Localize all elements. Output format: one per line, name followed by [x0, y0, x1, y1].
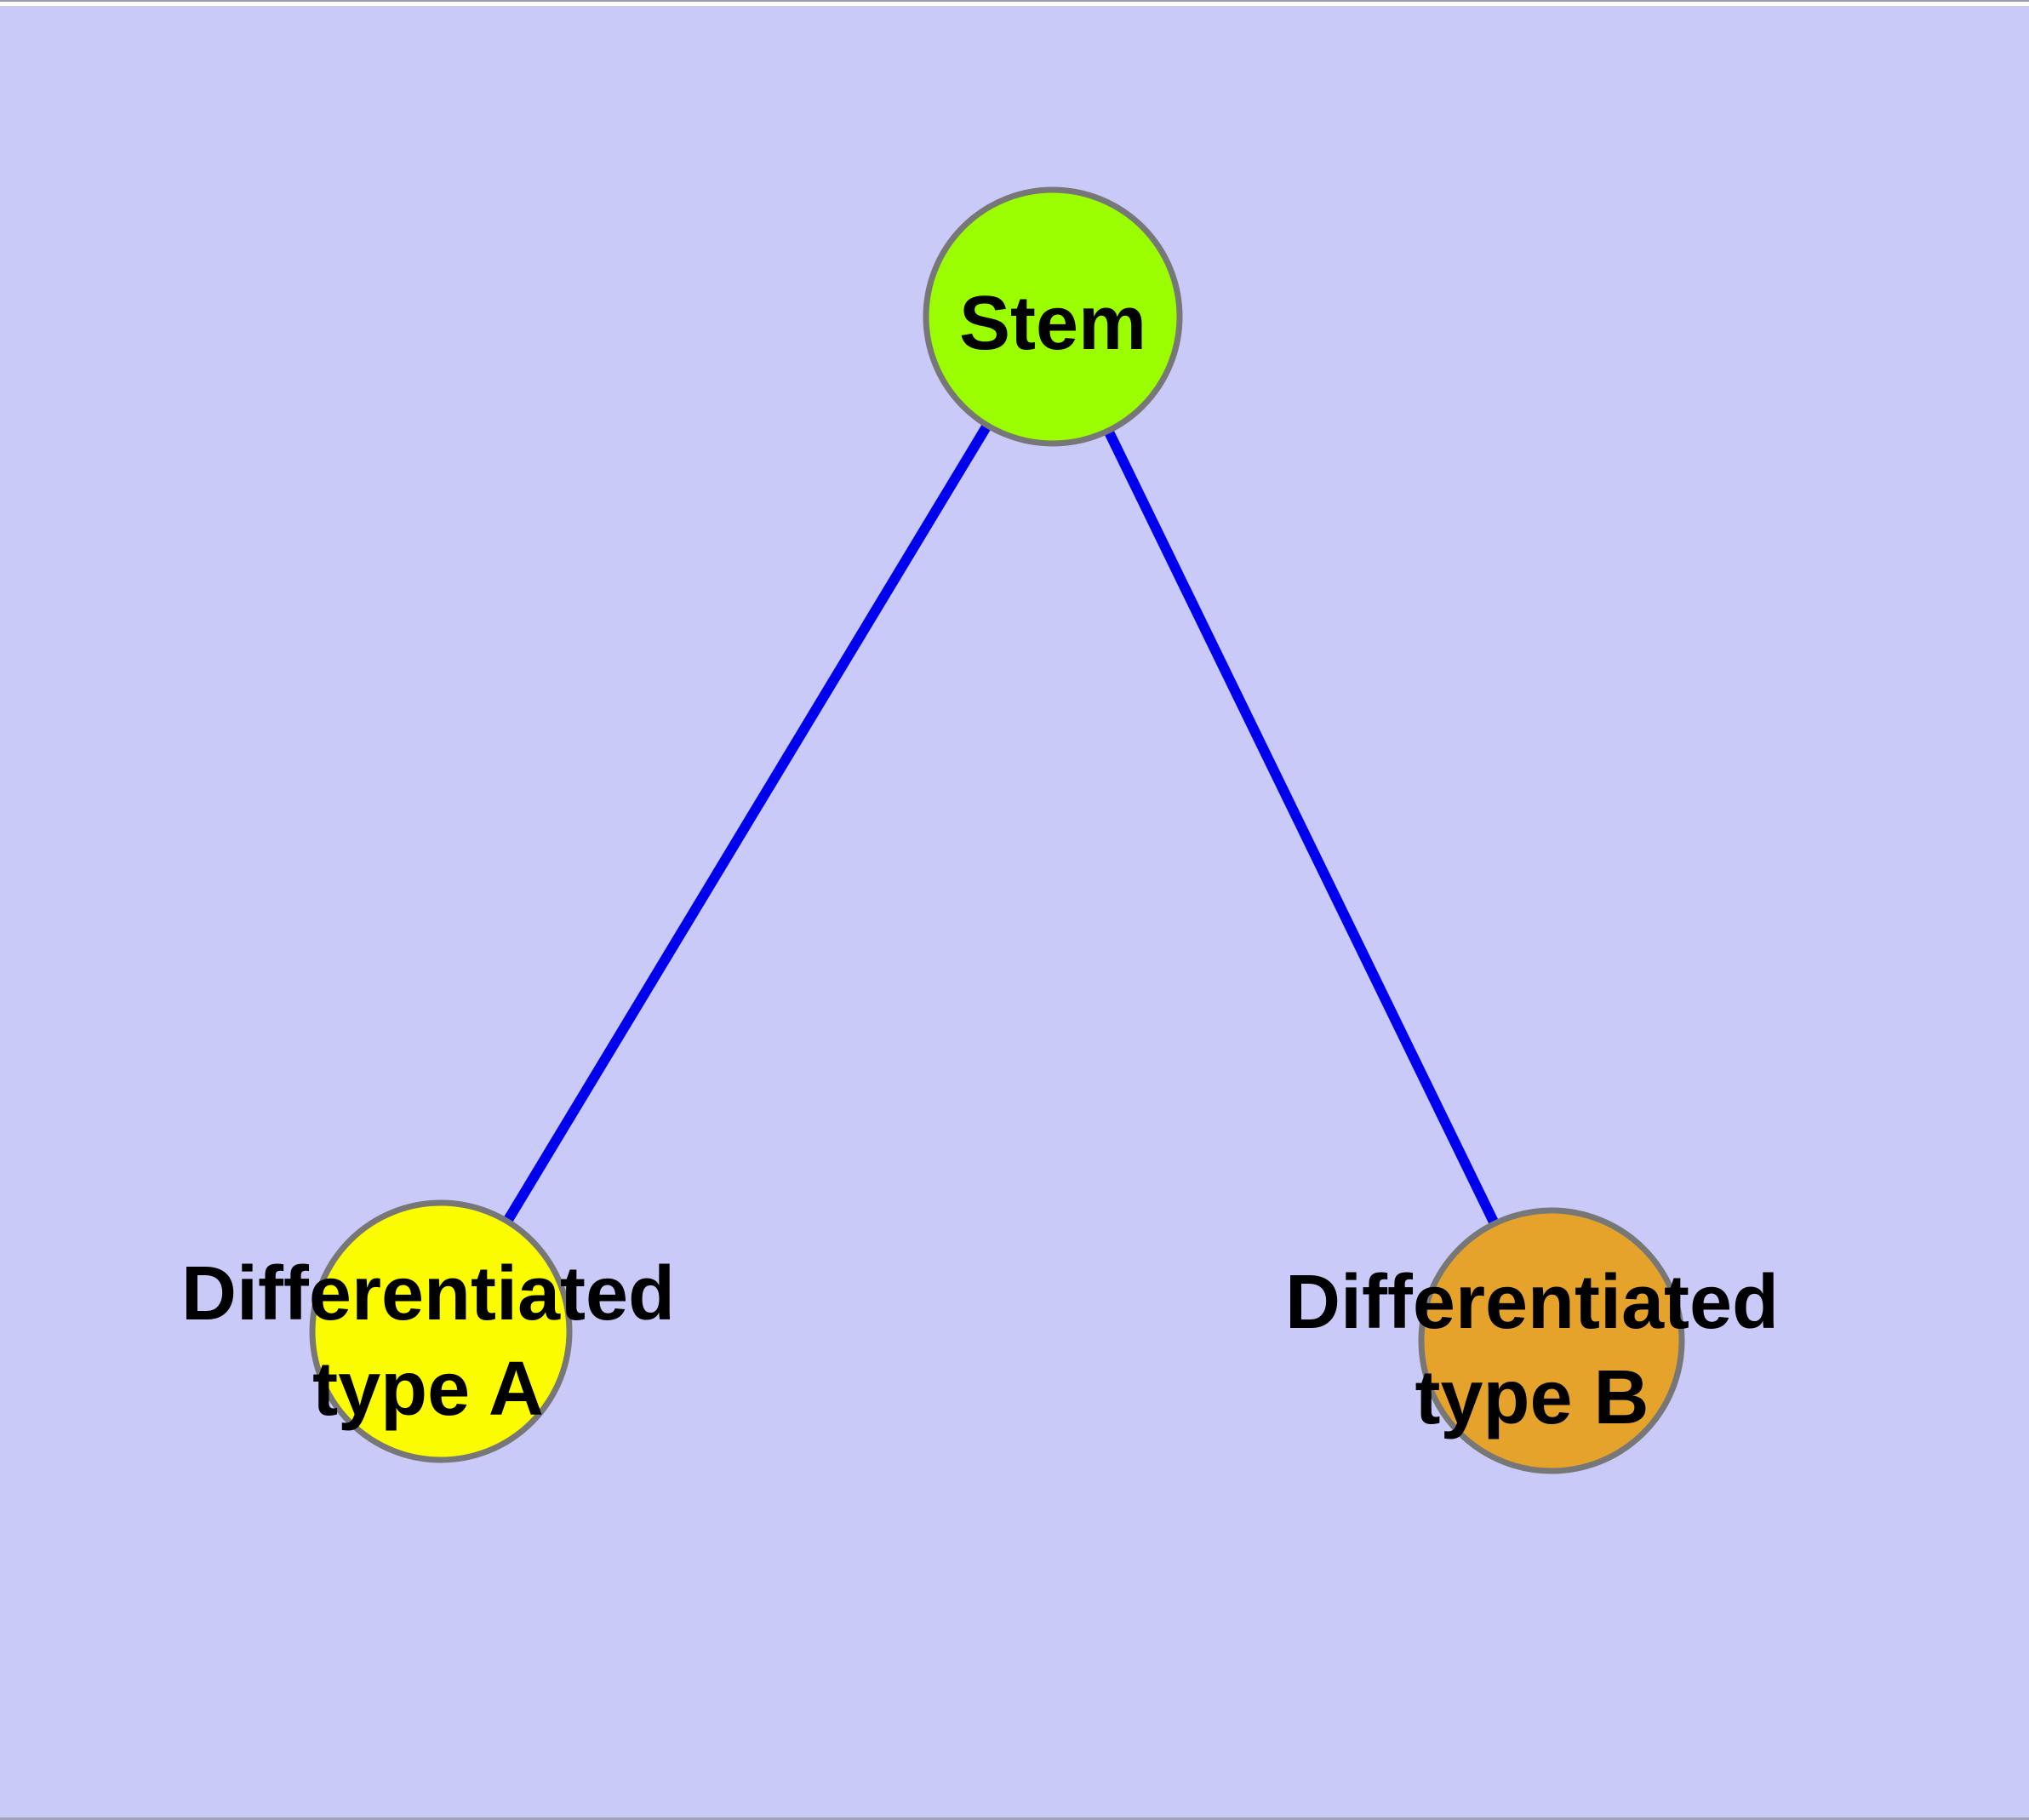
window-bottom-border — [0, 1817, 2029, 1820]
node-stem-label-line-1: Stem — [959, 281, 1146, 366]
node-type-b-label-line-1: Differentiated — [1285, 1260, 1779, 1345]
window-top-border — [0, 0, 2029, 2]
node-type-b-label-line-2: type B — [1415, 1355, 1649, 1440]
node-stem-label: Stem — [959, 281, 1146, 366]
node-type-b-label: Differentiated type B — [1285, 1260, 1779, 1440]
node-type-a-label: Differentiated type A — [181, 1251, 675, 1432]
edge-stem-type-a — [436, 313, 1058, 1335]
node-type-b-circle — [1418, 1207, 1685, 1474]
node-type-a-label-line-2: type A — [312, 1347, 544, 1432]
edge-stem-type-b — [1048, 314, 1557, 1343]
node-type-a-circle — [309, 1199, 573, 1463]
node-stem-circle — [923, 186, 1183, 447]
node-type-a-label-line-1: Differentiated — [181, 1251, 675, 1336]
